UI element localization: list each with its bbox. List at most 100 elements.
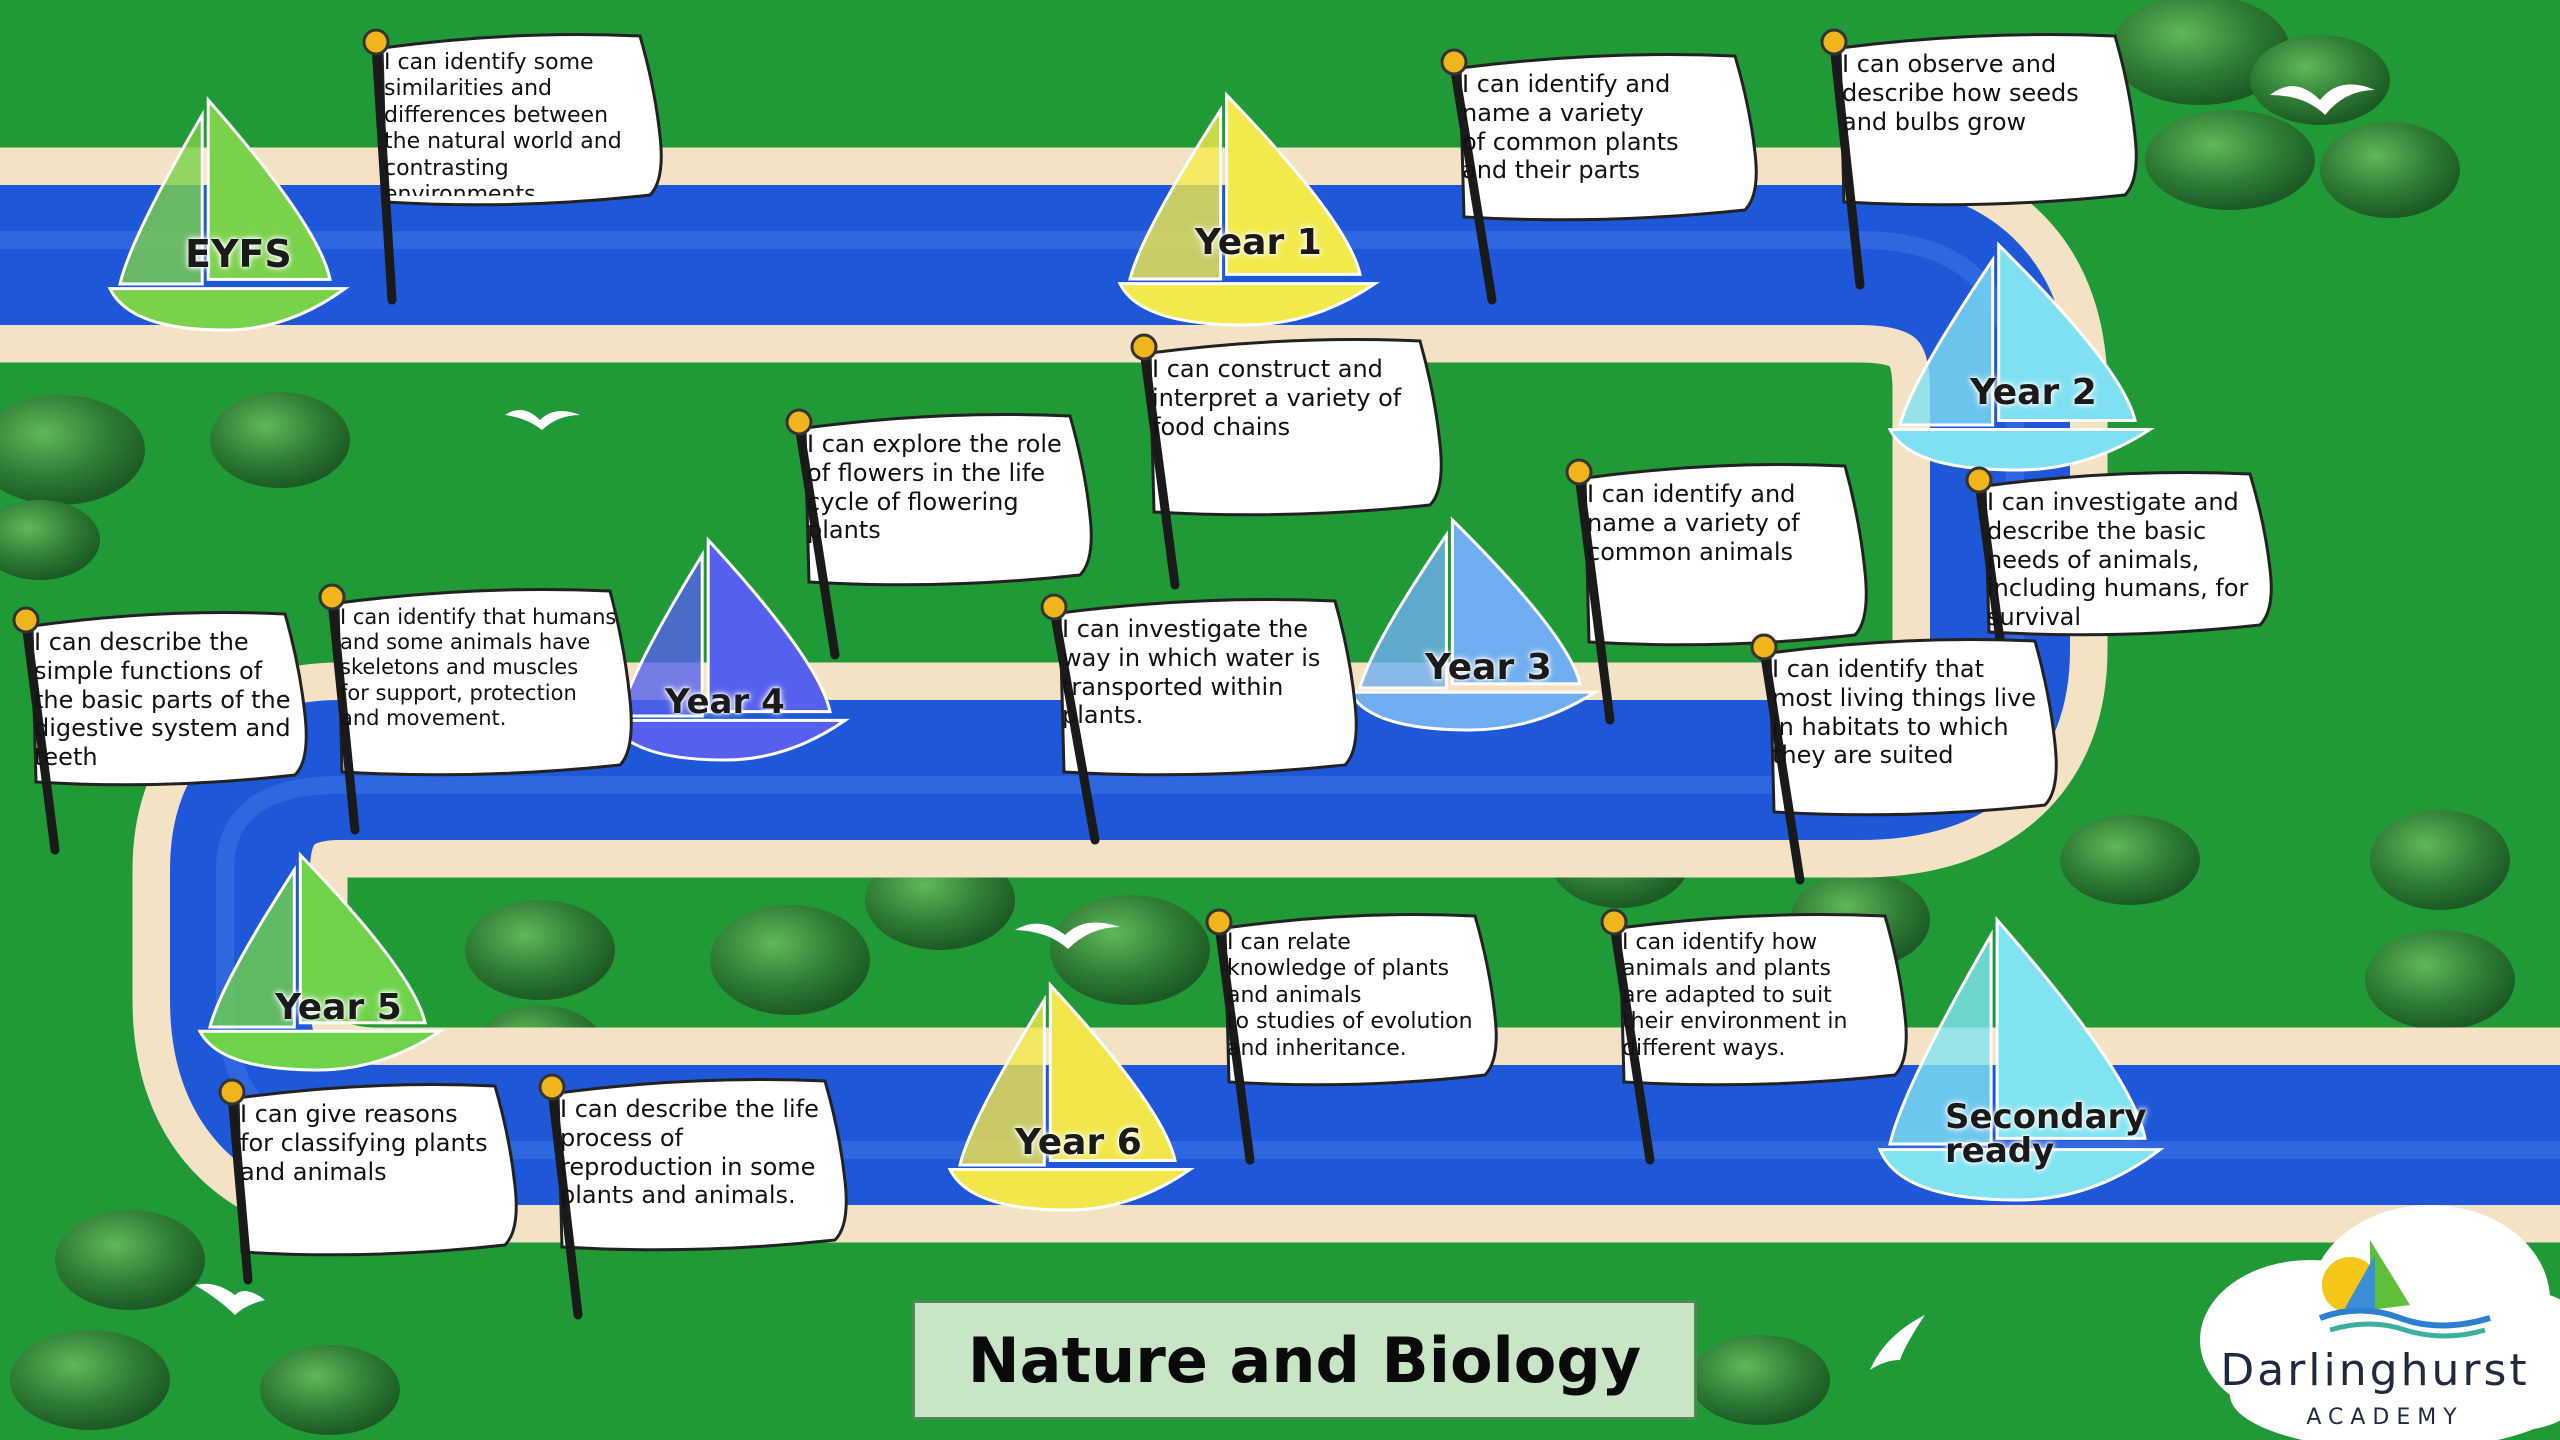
- flag-finial-icon: [1565, 458, 1593, 486]
- flag-statement: I can identify how animals and plants ar…: [1622, 930, 1848, 1061]
- flag-finial-icon: [1820, 28, 1848, 56]
- flag: [538, 1073, 848, 1320]
- flag-statement: I can identify that humans and some anim…: [340, 605, 617, 730]
- flag: [1600, 908, 1908, 1165]
- flag: [1040, 593, 1358, 845]
- flag-finial-icon: [785, 408, 813, 436]
- flag: [1965, 466, 2273, 645]
- jib-sail: [208, 864, 296, 1029]
- flag-pole: [1829, 40, 1865, 290]
- flag-cloth: [1458, 53, 1758, 222]
- flag-pole: [1609, 920, 1655, 1165]
- flag-pole: [1049, 605, 1100, 845]
- boat-hull: [947, 1168, 1195, 1212]
- flag-finial-icon: [318, 583, 346, 611]
- flag-cloth: [336, 588, 633, 777]
- sailboat: [1117, 91, 1380, 327]
- jib-sail: [1898, 255, 1995, 427]
- flag: [318, 583, 633, 835]
- flag-pole: [1139, 345, 1180, 590]
- flag: [1750, 633, 2058, 885]
- sailboat: [197, 851, 445, 1072]
- flag-finial-icon: [1965, 466, 1993, 494]
- jib-sail: [1888, 929, 1993, 1146]
- flag: [785, 408, 1093, 660]
- flag-pole: [1574, 470, 1615, 725]
- main-sail: [1997, 241, 2137, 422]
- jib-sail: [1358, 530, 1448, 690]
- sailboat: [107, 96, 350, 332]
- main-sail: [1450, 516, 1582, 686]
- logo-sail-icon: [2345, 1255, 2375, 1312]
- flag-cloth: [380, 33, 663, 207]
- boat-label: EYFS: [185, 232, 292, 276]
- flag: [362, 28, 663, 305]
- flag-cloth: [1618, 913, 1908, 1087]
- flag-cloth: [803, 413, 1093, 587]
- boat-hull: [107, 287, 350, 332]
- flag-cloth: [1838, 33, 2138, 207]
- sailboat: [1347, 516, 1601, 732]
- flag-statement: I can describe the simple functions of t…: [34, 628, 291, 772]
- flag-finial-icon: [362, 28, 390, 56]
- bush: [0, 500, 100, 580]
- flag: [1205, 908, 1498, 1165]
- flag-cloth: [1148, 338, 1443, 517]
- bush: [710, 905, 870, 1015]
- flag-finial-icon: [12, 606, 40, 634]
- jib-sail: [1128, 104, 1223, 281]
- logo-sail-icon: [2370, 1240, 2410, 1310]
- bush: [55, 1210, 205, 1310]
- bush: [2370, 810, 2510, 910]
- logo-cloud: [2230, 1340, 2560, 1440]
- flags-layer: [12, 28, 2273, 1320]
- boat-label: Year 6: [1015, 1122, 1142, 1163]
- seagull: [195, 1283, 265, 1315]
- main-sail: [1048, 981, 1177, 1162]
- sailboat: [1887, 241, 2156, 472]
- flag: [12, 606, 308, 855]
- flag: [1440, 48, 1758, 305]
- sailboat: [1877, 916, 2165, 1202]
- flag: [1130, 333, 1443, 590]
- boat-hull: [1347, 690, 1601, 732]
- bush: [2365, 930, 2515, 1030]
- seagull: [505, 410, 580, 430]
- seagull: [1015, 922, 1120, 949]
- boat-label: Year 5: [275, 987, 402, 1028]
- boat-hull: [1887, 428, 2156, 472]
- flag-pole: [1449, 60, 1497, 305]
- flag-cloth: [236, 1083, 518, 1257]
- bush: [0, 395, 145, 505]
- flag-pole: [547, 1085, 583, 1320]
- flag-statement: I can identify some similarities and dif…: [384, 50, 622, 196]
- bush: [2250, 35, 2390, 125]
- flag-statement: I can relate knowledge of plants and ani…: [1227, 930, 1473, 1061]
- flag-pole: [371, 40, 397, 305]
- main-sail: [206, 96, 332, 281]
- flag-finial-icon: [1130, 333, 1158, 361]
- academy-logo: [2200, 1205, 2560, 1440]
- main-sail: [298, 851, 427, 1025]
- main-sail: [1225, 91, 1362, 276]
- bush: [210, 392, 350, 488]
- flag-finial-icon: [1205, 908, 1233, 936]
- logo-wave-icon: [2329, 1321, 2486, 1339]
- boat-label: Year 2: [1970, 372, 2097, 413]
- boat-hull: [197, 1029, 445, 1072]
- flag-cloth: [30, 611, 308, 787]
- flag-pole: [327, 595, 360, 835]
- flag-cloth: [1058, 598, 1358, 777]
- flag-finial-icon: [538, 1073, 566, 1101]
- flag-statement: I can identify that most living things l…: [1772, 655, 2037, 770]
- flag-cloth: [1983, 471, 2273, 637]
- seagull: [1870, 1315, 1925, 1370]
- bush: [1050, 895, 1210, 1005]
- bush: [2320, 122, 2460, 218]
- flag-pole: [1214, 920, 1255, 1165]
- title-box: Nature and Biology: [912, 1300, 1697, 1420]
- flag-pole: [794, 420, 840, 660]
- flag-pole: [21, 618, 60, 855]
- bush: [2145, 110, 2315, 210]
